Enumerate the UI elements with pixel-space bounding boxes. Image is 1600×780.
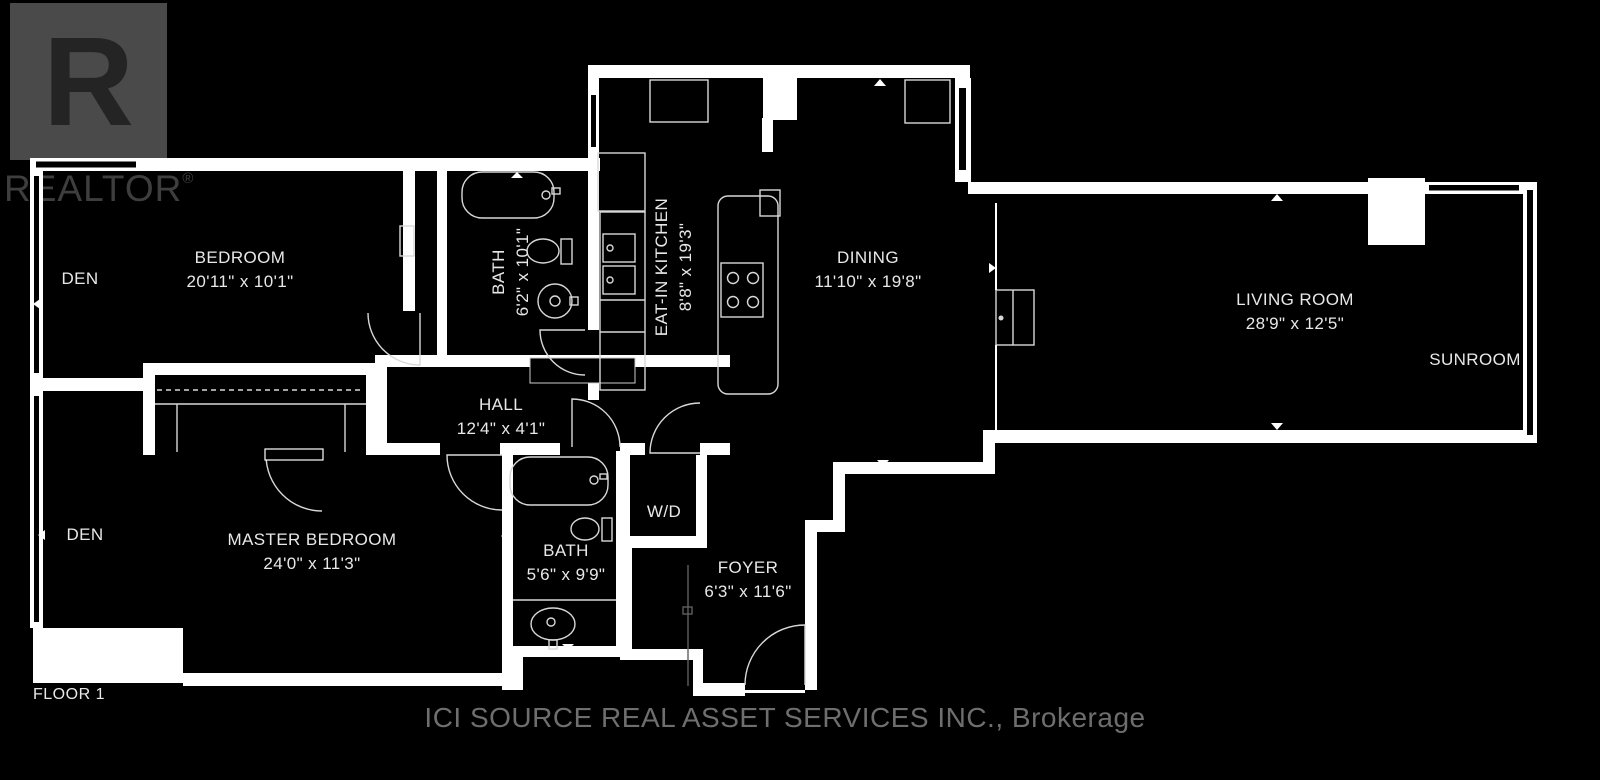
- kitchen-hall-door-icon: [539, 329, 586, 376]
- room-label-bedroom: BEDROOM 20'11" x 10'1": [186, 248, 294, 291]
- master-door-icon: [446, 454, 503, 511]
- wall-markers: [33, 79, 1283, 680]
- floor-label: FLOOR 1: [33, 686, 105, 703]
- room-label-dining: DINING 11'10" x 19'8": [814, 248, 922, 291]
- room-label-bath-upper: BATH 6'2" x 10'1": [489, 227, 532, 317]
- foyer-step-line: [682, 565, 693, 686]
- entry-door-icon: [744, 624, 806, 686]
- laundry-door-icon: [649, 402, 701, 454]
- room-label-den-lower: DEN: [66, 525, 104, 544]
- kitchen-island-icon: [717, 189, 781, 395]
- closet-interior-icon: [155, 389, 366, 461]
- room-label-living: LIVING ROOM 28'9" x 12'5": [1236, 290, 1354, 333]
- sink-upper-icon: [537, 283, 579, 319]
- realtor-logo-icon: R: [10, 3, 167, 160]
- bathtub-lower-icon: [509, 456, 609, 506]
- room-label-hall: HALL 12'4" x 4'1": [456, 395, 546, 438]
- door-arcs: [265, 312, 806, 686]
- sink-lower-icon: [513, 599, 616, 650]
- toilet-upper-icon: [526, 238, 573, 265]
- pantry-icon: [995, 289, 1035, 346]
- realtor-logo-letter: R: [43, 10, 134, 152]
- room-label-master: MASTER BEDROOM 24'0" x 11'3": [227, 530, 397, 573]
- kitchen-counter-icon: [597, 79, 951, 391]
- bath-lower-door-icon: [571, 398, 621, 448]
- bedroom-niche-icon: [399, 225, 415, 257]
- room-label-foyer: FOYER 6'3" x 11'6": [704, 558, 792, 601]
- toilet-lower-icon: [570, 517, 613, 542]
- room-label-den-upper: DEN: [61, 269, 99, 288]
- registered-mark: ®: [182, 170, 195, 187]
- room-label-kitchen: EAT-IN KITCHEN 8'8" x 19'3": [652, 197, 695, 337]
- bathtub-upper-icon: [461, 171, 561, 219]
- room-label-bath-lower: BATH 5'6" x 9'9": [526, 541, 606, 584]
- room-label-sunroom: SUNROOM: [1429, 350, 1521, 369]
- stove-icon: [720, 262, 764, 318]
- closet-door-icon: [265, 454, 323, 512]
- room-label-laundry: W/D: [646, 502, 682, 521]
- brokerage-text: ICI SOURCE REAL ASSET SERVICES INC., Bro…: [424, 702, 1146, 733]
- walls: [30, 65, 1537, 696]
- bedroom-door-icon: [367, 312, 421, 366]
